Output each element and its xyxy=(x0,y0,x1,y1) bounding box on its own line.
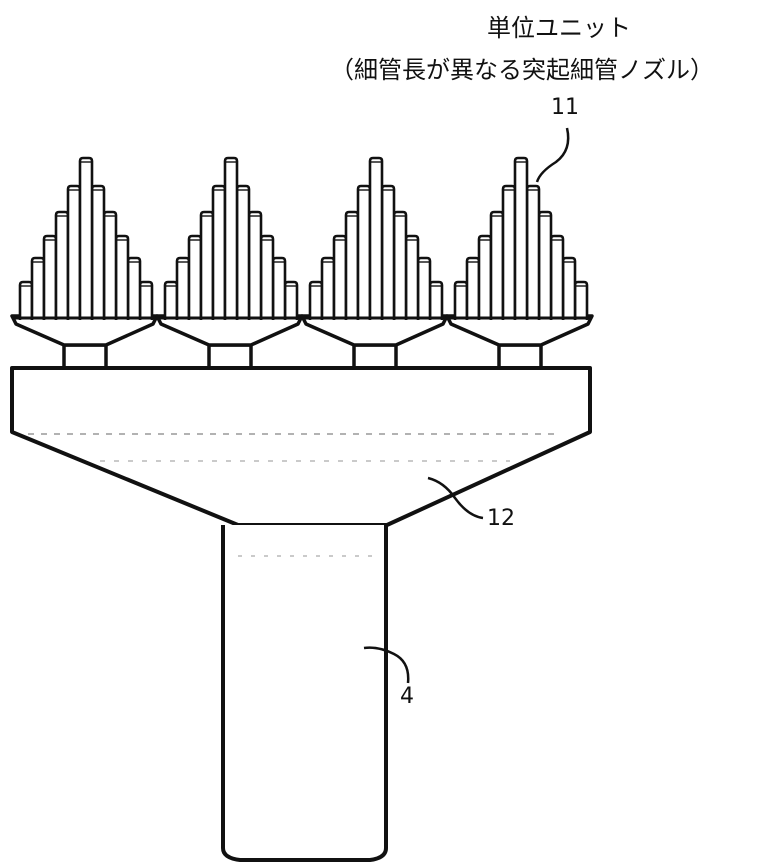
nozzle-unit xyxy=(10,156,159,370)
manifold-base xyxy=(10,366,592,527)
nozzle-unit xyxy=(300,156,449,370)
capillary-tube xyxy=(332,234,348,320)
unit-neck xyxy=(62,343,108,370)
nozzle-unit xyxy=(445,156,594,370)
capillary-tube xyxy=(513,156,529,320)
capillary-tube xyxy=(247,210,263,320)
unit-neck xyxy=(207,343,253,370)
capillary-tube xyxy=(283,280,299,320)
capillary-tube xyxy=(404,234,420,320)
stem-tube xyxy=(221,525,388,862)
nozzle-units xyxy=(10,156,594,370)
capillary-tube xyxy=(163,280,179,320)
capillary-tube xyxy=(102,210,118,320)
leader-line-base xyxy=(427,476,484,520)
capillary-tube xyxy=(356,184,372,320)
unit-tray xyxy=(300,314,449,347)
capillary-tube xyxy=(30,256,46,320)
capillary-tube xyxy=(271,256,287,320)
capillary-tube xyxy=(126,256,142,320)
capillary-tube xyxy=(368,156,384,320)
capillary-tube xyxy=(489,210,505,320)
capillary-tube xyxy=(223,156,239,320)
capillary-tube xyxy=(308,280,324,320)
ref-label-stem: 4 xyxy=(400,684,414,709)
capillary-tube xyxy=(392,210,408,320)
ref-label-base: 12 xyxy=(487,506,515,531)
capillary-tube xyxy=(259,234,275,320)
capillary-tube xyxy=(561,256,577,320)
capillary-tube xyxy=(573,280,589,320)
capillary-tube xyxy=(344,210,360,320)
ref-label-nozzle: 11 xyxy=(551,95,579,120)
unit-subtitle-label: （細管長が異なる突起細管ノズル） xyxy=(330,56,714,84)
leader-line-nozzle xyxy=(535,127,570,183)
capillary-tube xyxy=(42,234,58,320)
capillary-tube xyxy=(54,210,70,320)
capillary-tube xyxy=(211,184,227,320)
capillary-tube xyxy=(549,234,565,320)
unit-neck xyxy=(497,343,543,370)
unit-title-label: 単位ユニット xyxy=(487,14,631,42)
capillary-tube xyxy=(175,256,191,320)
leader-line-stem xyxy=(363,646,410,684)
capillary-tube xyxy=(501,184,517,320)
capillary-tube xyxy=(199,210,215,320)
capillary-tube xyxy=(138,280,154,320)
capillary-tube xyxy=(235,184,251,320)
capillary-tube xyxy=(477,234,493,320)
nozzle-unit xyxy=(155,156,304,370)
unit-tray xyxy=(10,314,159,347)
capillary-tube xyxy=(416,256,432,320)
unit-neck xyxy=(352,343,398,370)
capillary-tube xyxy=(114,234,130,320)
capillary-tube xyxy=(428,280,444,320)
capillary-tube xyxy=(78,156,94,320)
capillary-tube xyxy=(380,184,396,320)
capillary-tube xyxy=(18,280,34,320)
capillary-tube xyxy=(90,184,106,320)
capillary-tube xyxy=(453,280,469,320)
capillary-tube xyxy=(465,256,481,320)
capillary-tube xyxy=(66,184,82,320)
capillary-tube xyxy=(187,234,203,320)
unit-tray xyxy=(155,314,304,347)
capillary-tube xyxy=(320,256,336,320)
capillary-tube xyxy=(537,210,553,320)
unit-tray xyxy=(445,314,594,347)
capillary-tube xyxy=(525,184,541,320)
